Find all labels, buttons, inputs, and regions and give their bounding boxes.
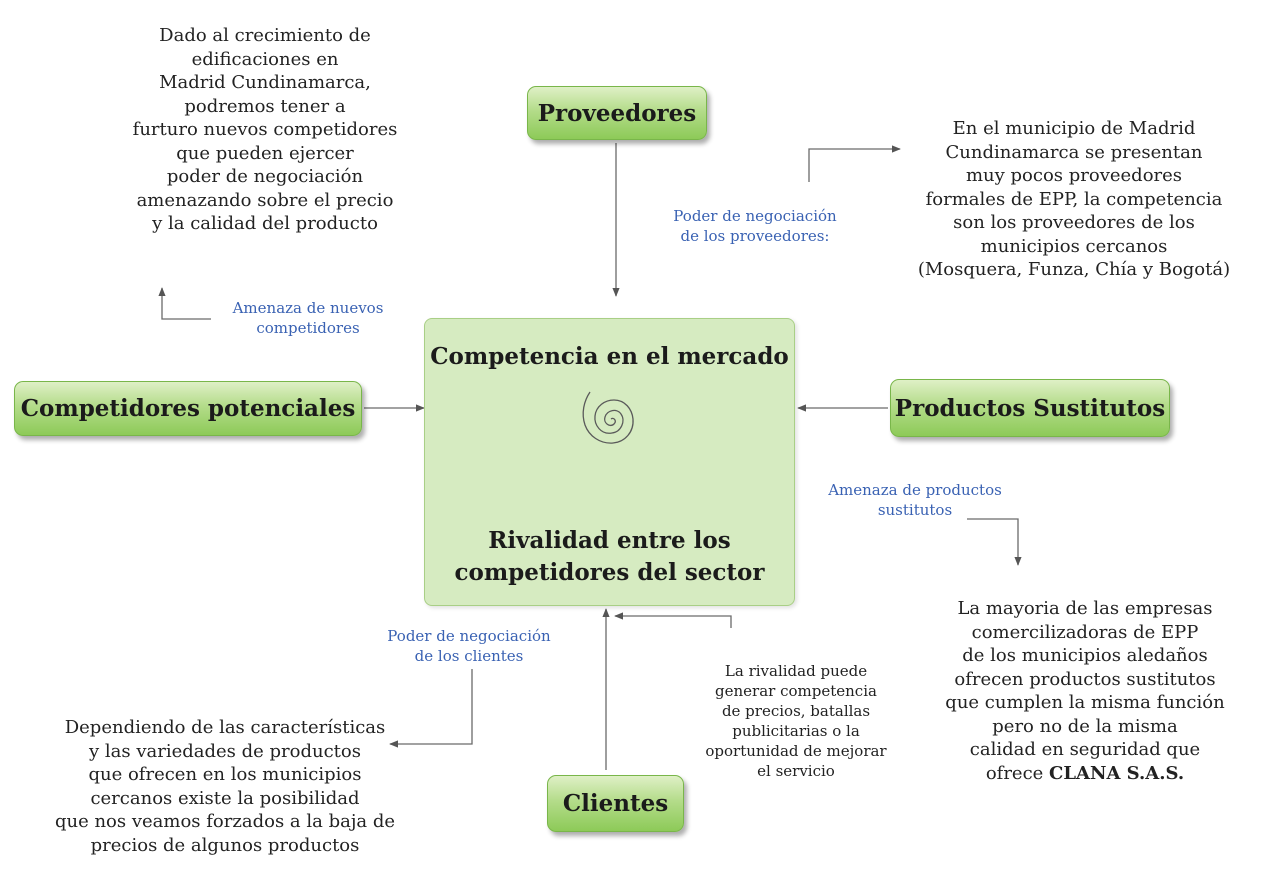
spiral-icon	[582, 391, 634, 444]
arrow-amenaza-nuevos-note	[158, 287, 211, 320]
nuevos-competidores-note: Dado al crecimiento de edificaciones en …	[132, 25, 398, 234]
competencia-mercado-box: Competencia en el mercado Rivalidad entr…	[424, 318, 795, 606]
center-subtitle: Rivalidad entre los competidores del sec…	[454, 527, 765, 586]
amenaza-nuevos-label: Amenaza de nuevos competidores	[232, 299, 384, 337]
clientes-label: Clientes	[562, 790, 669, 817]
sustitutos-note: La mayoria de las empresas comercilizado…	[925, 597, 1245, 785]
center-title: Competencia en el mercado	[430, 343, 789, 370]
rivalidad-note: La rivalidad puede generar competencia d…	[705, 662, 887, 780]
proveedores-box: Proveedores	[527, 86, 707, 140]
clana-company-name: CLANA S.A.S.	[1049, 762, 1185, 784]
arrow-rivalidad-to-center	[614, 612, 732, 628]
clientes-note: Dependiendo de las características y las…	[54, 717, 396, 856]
productos-sustitutos-box: Productos Sustitutos	[890, 379, 1170, 437]
amenaza-sustitutos-label: Amenaza de productos sustitutos	[828, 481, 1002, 519]
clientes-box: Clientes	[547, 775, 684, 832]
competidores-potenciales-box: Competidores potenciales	[14, 381, 362, 436]
arrow-poder-clientes-note	[389, 669, 473, 748]
poder-clientes-label: Poder de negociación de los clientes	[387, 627, 551, 665]
proveedores-note: En el municipio de Madrid Cundinamarca s…	[917, 118, 1231, 280]
productos-sustitutos-label: Productos Sustitutos	[894, 394, 1166, 422]
arrow-amenaza-sustitutos-note	[967, 518, 1022, 566]
poder-proveedores-label: Poder de negociación de los proveedores:	[673, 207, 837, 245]
sustitutos-note-text: La mayoria de las empresas comercilizado…	[945, 598, 1225, 784]
competidores-potenciales-label: Competidores potenciales	[20, 395, 356, 422]
proveedores-label: Proveedores	[537, 99, 697, 127]
arrow-poder-proveedores-note	[808, 145, 901, 182]
